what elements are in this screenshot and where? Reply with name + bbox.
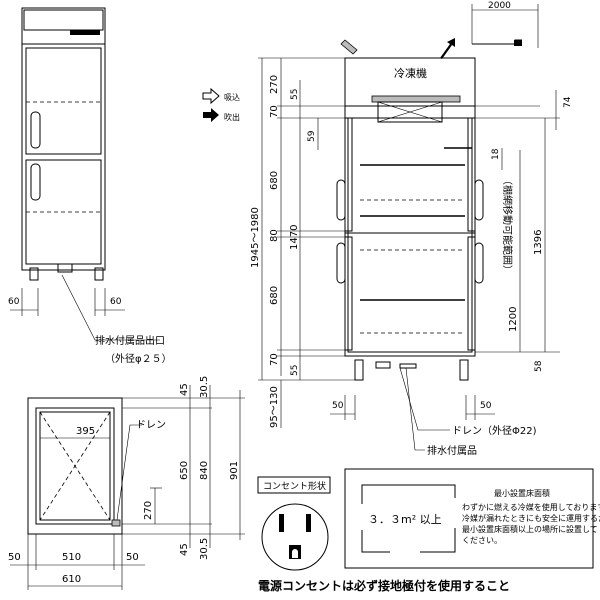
exhaust-arrow-icon <box>203 108 219 122</box>
drain-outer-dia-label: （外径φ２５） <box>105 352 172 365</box>
plan-dim-840: 840 <box>199 461 210 480</box>
dim-2000: 2000 <box>488 1 511 11</box>
plan-dim-650: 650 <box>179 461 190 480</box>
front-view: 60 60 排水付属品出口 （外径φ２５） <box>8 7 172 365</box>
drain-side-label: ドレン（外径Φ22) <box>452 424 537 437</box>
side-dim-50-left: 50 <box>332 401 344 411</box>
intake-arrow-icon <box>202 87 220 105</box>
legend-intake-label: 吸込 <box>224 93 240 102</box>
dim-95-130: 95～130 <box>269 386 280 428</box>
dim-74: 74 <box>563 96 573 108</box>
plan-dim-395: 395 <box>76 426 95 437</box>
dim-55-bottom: 55 <box>290 365 300 376</box>
exhaust-arrow-icon <box>440 38 455 59</box>
drain-accessory-label: 排水付属品 <box>427 444 477 457</box>
plan-dim-50-right: 50 <box>126 552 139 563</box>
side-dim-50-right: 50 <box>480 401 492 411</box>
dim-55-top: 55 <box>290 89 300 100</box>
plan-dim-610: 610 <box>62 574 81 585</box>
plan-dim-45-bottom: 45 <box>179 543 190 556</box>
airflow-legend: 吸込 吹出 <box>202 87 240 122</box>
dim-80: 80 <box>269 229 280 242</box>
legend-exhaust-label: 吹出 <box>224 112 240 122</box>
dim-59: 59 <box>307 130 317 142</box>
min-area-value: ３．３m² 以上 <box>368 513 442 526</box>
dim-1470: 1470 <box>289 225 300 250</box>
minimum-floor-area-box: 最小設置床面積 ３．３m² 以上 わずかに燃える冷媒を使用しております。 冷媒が… <box>344 468 600 569</box>
front-dim-60-left: 60 <box>8 297 20 307</box>
dim-270: 270 <box>269 75 280 94</box>
plan-view: 395 ドレン 45 30.5 650 840 901 270 45 30.5 … <box>8 376 245 590</box>
dim-70-top: 70 <box>269 105 280 118</box>
dim-18: 18 <box>491 148 501 160</box>
plan-dim-510: 510 <box>62 552 81 563</box>
min-area-title: 最小設置床面積 <box>494 488 550 498</box>
plan-dim-50-left: 50 <box>8 552 21 563</box>
plan-dim-901: 901 <box>229 461 240 480</box>
ground-note: 電源コンセントは必ず接地極付を使用すること <box>258 578 510 593</box>
plan-dim-30-5-bottom: 30.5 <box>199 538 210 560</box>
drain-outlet-label: 排水付属品出口 <box>95 334 165 347</box>
plan-dim-45-top: 45 <box>179 383 190 396</box>
outlet-type-label: コンセント形状 <box>263 480 326 492</box>
dim-1396: 1396 <box>533 230 544 255</box>
plan-dim-30-5-top: 30.5 <box>199 376 210 398</box>
min-area-note-4: ください。 <box>462 536 502 545</box>
front-dim-60-right: 60 <box>110 297 122 307</box>
drain-plan-label: ドレン <box>136 420 166 431</box>
dim-58: 58 <box>534 360 544 372</box>
dim-1200: 1200 <box>508 307 519 332</box>
dim-1945-1980: 1945～1980 <box>250 207 261 268</box>
shelf-range-label: （棚網移動可能範囲） <box>501 175 514 275</box>
min-area-note-2: 冷媒が漏れたときにも安全に運用するために <box>462 513 600 523</box>
dim-70-bottom: 70 <box>269 353 280 366</box>
min-area-note-1: わずかに燃える冷媒を使用しております。 <box>462 502 600 512</box>
dim-680-lower: 680 <box>269 286 280 305</box>
intake-arrow-icon <box>340 39 358 55</box>
plan-dim-270: 270 <box>143 501 154 520</box>
side-view: 2000 冷凍機 <box>250 1 573 457</box>
outlet-type-box: コンセント形状 <box>257 476 331 571</box>
compressor-label: 冷凍機 <box>394 66 427 80</box>
grounded-outlet-icon <box>261 503 329 571</box>
dim-680-upper: 680 <box>269 171 280 190</box>
min-area-note-3: 最小設置床面積以上の場所に設置して <box>462 524 598 534</box>
